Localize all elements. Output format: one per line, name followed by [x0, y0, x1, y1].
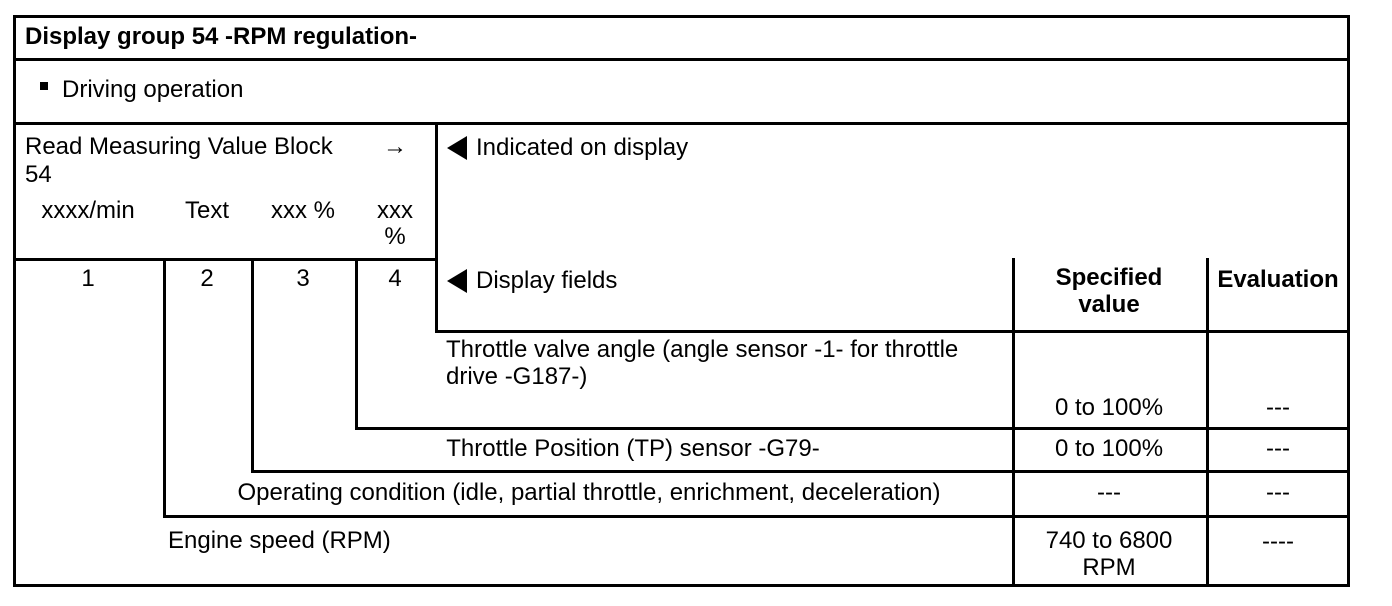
table-divider-display-col-3: [355, 258, 358, 430]
operation-mode-row: Driving operation: [40, 58, 243, 122]
table-divider-specified-col: [1012, 258, 1015, 587]
table-row-specified-value: 0 to 100%: [1054, 435, 1164, 462]
display-fields-callout: Display fields: [447, 268, 617, 294]
right-arrow-icon: →: [383, 133, 407, 160]
table-row-evaluation: ---: [1266, 479, 1290, 506]
table-row-evaluation: ----: [1262, 528, 1294, 555]
table-border-bottom: [13, 584, 1350, 587]
left-triangle-icon: [447, 136, 467, 160]
display-field-number-1: 1: [81, 265, 95, 292]
indicated-on-display-callout: Indicated on display: [447, 135, 688, 161]
left-triangle-icon: [447, 269, 467, 293]
table-border-under-title: [13, 58, 1350, 61]
display-field-3-unit: xxx %: [270, 197, 336, 224]
table-row-description: Throttle valve angle (angle sensor -1- f…: [446, 336, 959, 390]
table-divider-display-col-4: [435, 122, 438, 333]
display-field-number-2: 2: [200, 265, 214, 292]
specified-value-column-header: Specified value: [1055, 264, 1163, 318]
read-measuring-value-block-label: Read Measuring Value Block 54: [25, 133, 333, 188]
table-border-under-row-2: [251, 470, 1350, 473]
table-row-specified-value: 740 to 6800 RPM: [1045, 527, 1173, 581]
table-border-top: [13, 15, 1350, 18]
page-title: Display group 54 -RPM regulation-: [25, 23, 418, 50]
display-field-number-4: 4: [388, 265, 402, 292]
indicated-on-display-label: Indicated on display: [476, 134, 689, 161]
display-field-number-3: 3: [296, 265, 310, 292]
table-row-evaluation: ---: [1266, 435, 1290, 462]
table-border-under-header-row: [435, 330, 1350, 333]
table-divider-evaluation-col: [1206, 258, 1209, 587]
display-field-1-unit: xxxx/min: [41, 197, 135, 224]
table-border-under-row-3: [163, 515, 1350, 518]
table-border-right: [1347, 15, 1350, 587]
evaluation-column-header: Evaluation: [1217, 266, 1339, 293]
display-fields-label: Display fields: [476, 267, 618, 294]
table-border-under-operation: [13, 122, 1350, 125]
table-row-evaluation: ---: [1266, 394, 1290, 421]
table-row-specified-value: ---: [1097, 479, 1121, 506]
operation-mode-label: Driving operation: [62, 76, 244, 103]
bullet-icon: [40, 82, 48, 90]
table-border-left: [13, 15, 16, 587]
table-border-under-row-1: [355, 427, 1350, 430]
table-row-description: Engine speed (RPM): [168, 527, 391, 554]
read-measuring-value-block-cell: Read Measuring Value Block 54 →: [25, 133, 427, 189]
table-row-description: Throttle Position (TP) sensor -G79-: [446, 435, 820, 462]
table-row-description: Operating condition (idle, partial throt…: [237, 479, 941, 506]
table-divider-display-col-2: [251, 258, 254, 473]
table-border-under-read-block: [13, 258, 438, 261]
table-divider-display-col-1: [163, 258, 166, 518]
display-field-2-unit: Text: [184, 197, 230, 224]
table-row-specified-value: 0 to 100%: [1054, 394, 1164, 421]
display-field-4-unit: xxx %: [377, 197, 413, 250]
